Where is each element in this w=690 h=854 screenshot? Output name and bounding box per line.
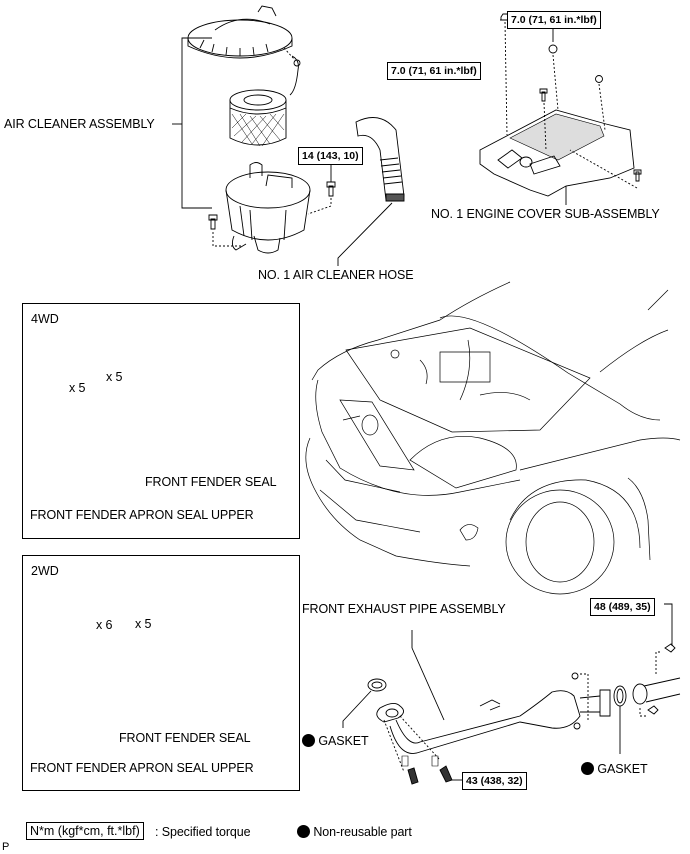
front-exhaust-pipe-label: FRONT EXHAUST PIPE ASSEMBLY [302, 602, 506, 616]
non-reusable-icon [302, 734, 315, 747]
engine-cover-nut-torque-box: 7.0 (71, 61 in.*lbf) [507, 11, 601, 29]
vehicle-front-drawing [306, 282, 680, 594]
air-filter-element-drawing [230, 90, 286, 146]
4wd-front-fender-seal-label: FRONT FENDER SEAL [145, 475, 277, 489]
2wd-front-fender-seal-label: FRONT FENDER SEAL [119, 731, 251, 745]
air-cleaner-case-drawing [209, 162, 335, 253]
gasket-right-label: GASKET [581, 762, 648, 776]
2wd-fender-bolt-qty: x 5 [135, 617, 152, 631]
panel-4wd: 4WD [22, 303, 300, 539]
exhaust-front-nut-torque-box: 43 (438, 32) [462, 772, 527, 790]
panel-4wd-title: 4WD [31, 312, 59, 326]
air-cleaner-bracket-line [172, 38, 212, 208]
exhaust-pipe-drawing [343, 604, 680, 784]
4wd-apron-seal-upper-label: FRONT FENDER APRON SEAL UPPER [30, 508, 254, 522]
engine-cover-drawing [480, 14, 641, 205]
4wd-fender-bolt-qty: x 5 [106, 370, 123, 384]
air-cleaner-hose-drawing [338, 118, 404, 267]
air-cleaner-cap-drawing [188, 6, 300, 95]
panel-2wd: 2WD [22, 555, 300, 791]
4wd-apron-bolt-qty: x 5 [69, 381, 86, 395]
non-reusable-icon [297, 825, 310, 838]
legend-nonreusable: Non-reusable part [297, 825, 412, 839]
gasket-right-text: GASKET [597, 762, 648, 776]
non-reusable-icon [581, 762, 594, 775]
legend-torque-desc: : Specified torque [155, 825, 251, 839]
exhaust-rear-bolt-torque-box: 48 (489, 35) [590, 598, 655, 616]
air-cleaner-assembly-label: AIR CLEANER ASSEMBLY [4, 117, 155, 131]
engine-cover-label: NO. 1 ENGINE COVER SUB-ASSEMBLY [431, 207, 660, 221]
legend-nonreusable-text: Non-reusable part [313, 825, 412, 839]
panel-2wd-title: 2WD [31, 564, 59, 578]
air-cleaner-hose-label: NO. 1 AIR CLEANER HOSE [258, 268, 414, 282]
gasket-left-label: GASKET [302, 734, 369, 748]
gasket-left-text: GASKET [318, 734, 369, 748]
corner-mark: P [2, 841, 10, 853]
2wd-apron-seal-upper-label: FRONT FENDER APRON SEAL UPPER [30, 761, 254, 775]
legend-torque-unit-box: N*m (kgf*cm, ft.*lbf) [26, 822, 144, 840]
engine-cover-bolt-torque-box: 7.0 (71, 61 in.*lbf) [387, 62, 481, 80]
air-cleaner-bolt-torque-box: 14 (143, 10) [298, 147, 363, 165]
2wd-apron-bolt-qty: x 6 [96, 618, 113, 632]
